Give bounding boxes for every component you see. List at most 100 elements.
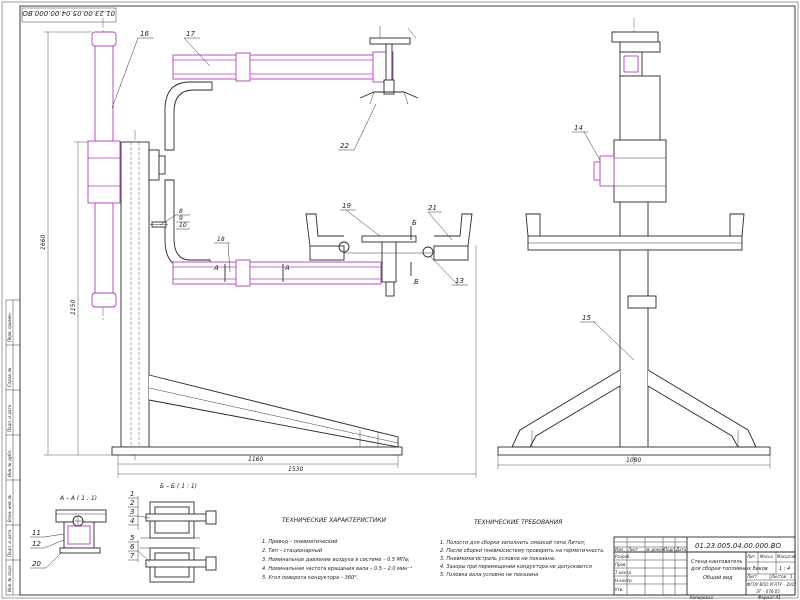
balloon-17: 17 — [186, 30, 195, 38]
front-balloons: 16 17 22 8 9 10 18 19 21 13 — [111, 30, 468, 286]
front-dimensions: 1660 1150 1160 1530 — [40, 31, 477, 478]
balloon-8: 8 — [179, 208, 183, 215]
tb-col-izm: Изм — [615, 547, 623, 552]
tb-sheets-label: Листов — [770, 574, 787, 579]
tech-characteristics: ТЕХНИЧЕСКИЕ ХАРАКТЕРИСТИКИ 1. Привод – п… — [262, 517, 412, 581]
dim-overall-height: 1660 — [40, 235, 47, 250]
tb-org-2: ЭТ – 076.05 — [755, 589, 780, 594]
tech-char-item-5: 5. Угол поворота кондуктора – 360°. — [262, 575, 358, 581]
title-block: Изм Лист № докум. Подп. Дата Разраб. Про… — [613, 536, 797, 596]
tech-char-title: ТЕХНИЧЕСКИЕ ХАРАКТЕРИСТИКИ — [282, 517, 386, 524]
balloon-20: 20 — [32, 560, 41, 568]
side-balloons: 14 15 — [572, 124, 635, 361]
stamp-label-4: Инв. № дубл. — [7, 450, 12, 477]
stamp-label-6: Подп. и дата — [7, 529, 12, 557]
tech-req-item-1: 1. Полости для сборки заполнить смазкой … — [440, 540, 586, 546]
balloon-4: 4 — [130, 517, 134, 525]
balloon-14: 14 — [574, 124, 583, 132]
section-mark-a-right: А — [284, 264, 290, 272]
tb-row-developer: Разраб. — [615, 554, 631, 559]
balloon-2: 2 — [130, 499, 135, 507]
balloon-10: 10 — [179, 222, 187, 229]
main-column — [120, 141, 150, 448]
tb-col-doc: № докум. — [645, 547, 666, 552]
tb-col-list: Лист — [627, 547, 639, 552]
rotating-shaft — [94, 45, 114, 142]
balloon-6: 6 — [130, 543, 135, 551]
tech-char-item-3: 3. Номинальное давление воздуха в систем… — [262, 557, 410, 563]
balloon-21: 21 — [428, 204, 437, 212]
tb-code: 01.23.005.04.00.000.ВО — [695, 542, 782, 550]
tb-col-sign: Подп. — [664, 547, 676, 552]
side-shaft — [619, 75, 661, 141]
balloon-13: 13 — [455, 277, 464, 285]
tb-sheet-label: Лист — [746, 574, 758, 579]
tb-copied: Копировал — [690, 595, 713, 600]
stamp-label-2: Справ. № — [7, 368, 12, 387]
tb-row-tcontrol: Т.контр. — [615, 570, 632, 575]
tb-scale: 1 : 4 — [779, 566, 790, 572]
side-view — [497, 18, 771, 465]
stamp-label-5: Взам. инв. № — [7, 495, 12, 522]
stamp-label-3: Подп. и дата — [7, 404, 12, 432]
stamp-label-1: Перв. примен. — [7, 312, 12, 342]
balloon-12: 12 — [32, 540, 41, 548]
balloon-22: 22 — [340, 142, 349, 150]
section-mark-a-left: А — [213, 264, 219, 272]
balloon-3: 3 — [130, 508, 134, 516]
tb-mass-label: Масса — [760, 554, 773, 559]
section-bb-title: Б – Б ( 1 : 1) — [160, 483, 197, 490]
tb-name-3: Общий вид — [703, 575, 733, 581]
balloon-7: 7 — [130, 552, 135, 560]
tech-req-title: ТЕХНИЧЕСКИЕ ТРЕБОВАНИЯ — [474, 519, 562, 526]
drawing-code-rotated: 01.23.00.05.04.00.000.ВО — [22, 9, 115, 17]
dim-base-length: 1160 — [248, 456, 263, 463]
tb-name-2: для сборки топливных баков — [690, 566, 768, 572]
balloon-11: 11 — [32, 529, 41, 537]
tb-sheets: 1 — [790, 574, 793, 579]
tb-row-ncontrol: Н.контр. — [615, 578, 633, 583]
front-base-strut — [148, 374, 399, 448]
section-bb: Б – Б ( 1 : 1) 1 2 3 4 5 6 7 — [128, 483, 217, 583]
mounting-plate — [361, 235, 417, 243]
tb-row-checker: Пров. — [615, 562, 627, 567]
tb-col-date: Дата — [675, 547, 687, 552]
side-dimensions: 1080 — [497, 455, 771, 469]
dim-column-height: 1150 — [70, 300, 77, 315]
tech-char-item-1: 1. Привод – пневматический — [262, 539, 338, 545]
front-view: А А Б Б — [87, 18, 473, 460]
tb-format: Формат А1 — [758, 595, 781, 600]
tb-row-approved: Утв. — [615, 587, 623, 592]
dim-side-base: 1080 — [626, 457, 641, 464]
tech-req-item-3: 3. Пневмомагистраль условно не показана. — [440, 556, 555, 562]
tb-name-1: Стенд-кантователь — [691, 559, 743, 565]
left-stamp: Перв. примен. Справ. № Подп. и дата Инв.… — [5, 299, 21, 596]
balloon-9: 9 — [179, 215, 183, 222]
tech-req-item-5: 5. Головка вала условно не показана — [440, 572, 538, 578]
front-base-plate — [111, 446, 403, 456]
tech-req-item-2: 2. После сборки пневмосистему проверить … — [440, 548, 605, 554]
section-mark-b-bottom: Б — [414, 278, 419, 286]
tb-scale-label: Масштаб — [777, 554, 797, 559]
tb-lit-label: Лит. — [746, 554, 756, 559]
stamp-label-7: Инв. № подл. — [7, 564, 12, 592]
section-aa: А – А ( 1 : 1) 11 12 20 — [30, 495, 107, 569]
section-aa-title: А – А ( 1 : 1) — [59, 495, 97, 502]
balloon-19: 19 — [342, 202, 351, 210]
tech-char-item-4: 4. Номинальная частота вращения вала – 0… — [262, 566, 412, 572]
dim-overall-length: 1530 — [288, 466, 303, 473]
balloon-18: 18 — [217, 236, 225, 243]
tech-req-item-4: 4. Зазоры при перемещении кондуктора не … — [440, 564, 592, 570]
section-mark-b-top: Б — [412, 219, 417, 227]
tech-char-item-2: 2. Тип – стационарный — [262, 548, 323, 554]
balloon-16: 16 — [140, 30, 149, 38]
balloon-15: 15 — [582, 314, 591, 322]
balloon-1: 1 — [130, 490, 134, 498]
lower-arm — [172, 261, 382, 285]
drive-motor — [599, 155, 615, 187]
drawing-code-box: 01.23.00.05.04.00.000.ВО — [21, 7, 117, 23]
balloon-5: 5 — [130, 534, 135, 542]
tech-requirements: ТЕХНИЧЕСКИЕ ТРЕБОВАНИЯ 1. Полости для сб… — [440, 519, 605, 578]
